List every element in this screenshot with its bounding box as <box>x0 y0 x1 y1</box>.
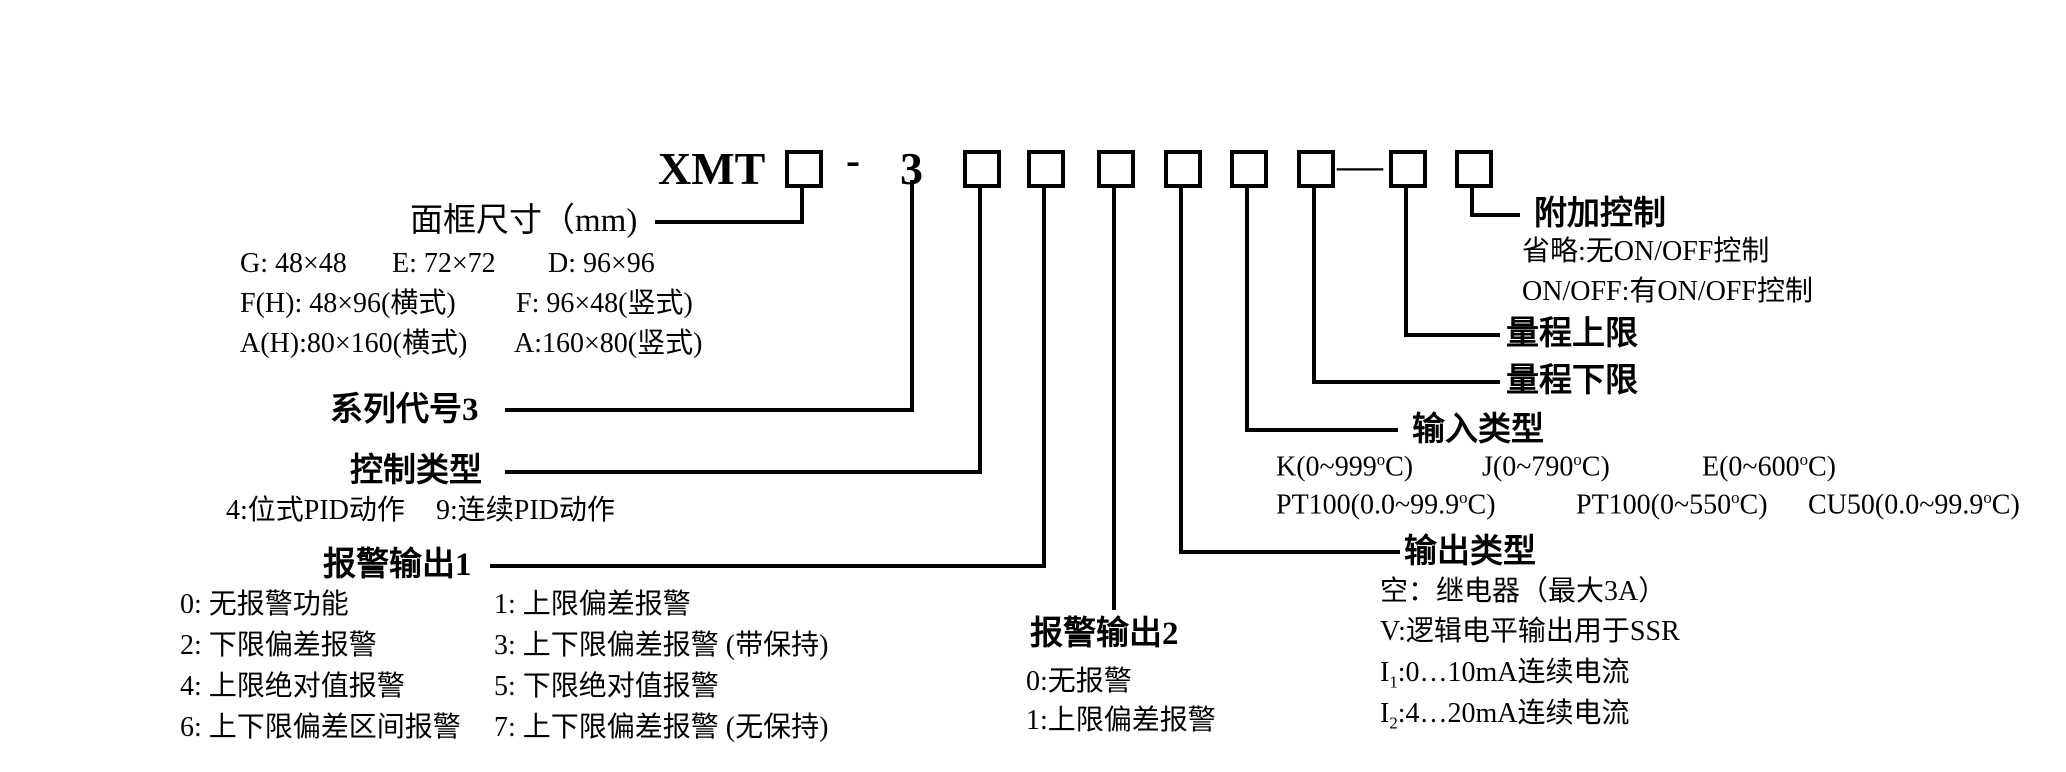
input-type-box <box>1230 150 1268 188</box>
extra-control-title: 附加控制 <box>1534 196 1666 232</box>
range-high-connector <box>1404 184 1500 337</box>
range-high-box <box>1389 150 1427 188</box>
panel-size-title: 面框尺寸（mm) <box>410 203 638 239</box>
alarm1-title: 报警输出1 <box>323 547 472 583</box>
panel-size-option: F(H): 48×96(横式) <box>240 288 456 319</box>
panel-size-option: A:160×80(竖式) <box>514 328 703 359</box>
alarm1-option: 7: 上下限偏差报警 (无保持) <box>494 712 829 743</box>
alarm1-option: 0: 无报警功能 <box>180 589 349 620</box>
series-digit: 3 <box>900 143 923 194</box>
code-long-dash: — <box>1337 139 1383 190</box>
control-type-connector <box>505 184 982 474</box>
output-type-box <box>1164 150 1202 188</box>
alarm1-box <box>1027 150 1065 188</box>
control-type-box <box>963 150 1001 188</box>
output-type-title: 输出类型 <box>1404 534 1536 570</box>
output-type-option: 空：继电器（最大3A） <box>1380 576 1667 607</box>
alarm1-option: 3: 上下限偏差报警 (带保持) <box>494 630 829 661</box>
extra-control-option: ON/OFF:有ON/OFF控制 <box>1522 276 1813 307</box>
series-title: 系列代号3 <box>330 392 479 428</box>
range-low-connector <box>1312 184 1500 384</box>
range-low-box <box>1297 150 1335 188</box>
input-type-option: CU50(0.0~99.9oC) <box>1808 488 2020 521</box>
control-type-option: 4:位式PID动作 <box>226 495 405 526</box>
control-type-option: 9:连续PID动作 <box>436 495 615 526</box>
panel-size-box <box>785 150 823 188</box>
alarm1-option: 1: 上限偏差报警 <box>494 589 691 620</box>
alarm1-connector <box>490 184 1046 568</box>
output-type-connector <box>1179 184 1400 554</box>
extra-control-box <box>1455 150 1493 188</box>
input-type-title: 输入类型 <box>1412 412 1544 448</box>
output-type-option-i1: I1:0…10mA连续电流 <box>1380 657 1630 692</box>
alarm1-option: 4: 上限绝对值报警 <box>180 671 405 702</box>
panel-size-option: A(H):80×160(横式) <box>240 328 468 359</box>
panel-size-option: E: 72×72 <box>392 248 496 279</box>
extra-control-option: 省略:无ON/OFF控制 <box>1522 236 1770 267</box>
series-connector <box>505 180 914 412</box>
alarm2-option: 0:无报警 <box>1026 666 1132 697</box>
alarm1-option: 6: 上下限偏差区间报警 <box>180 712 461 743</box>
input-type-option: PT100(0~550oC) <box>1576 488 1768 521</box>
panel-size-option: D: 96×96 <box>548 248 655 279</box>
alarm2-title: 报警输出2 <box>1030 616 1179 652</box>
code-dash: - <box>846 138 860 184</box>
input-type-option: K(0~999oC) <box>1276 450 1414 483</box>
alarm1-option: 2: 下限偏差报警 <box>180 630 377 661</box>
input-type-connector <box>1245 184 1398 432</box>
range-low-title: 量程下限 <box>1506 363 1638 399</box>
range-high-title: 量程上限 <box>1506 316 1638 352</box>
output-type-option: V:逻辑电平输出用于SSR <box>1380 616 1680 647</box>
alarm2-box <box>1097 150 1135 188</box>
model-prefix: XMT <box>658 143 766 194</box>
control-type-title: 控制类型 <box>350 453 482 489</box>
alarm2-option: 1:上限偏差报警 <box>1026 705 1216 736</box>
panel-size-option: F: 96×48(竖式) <box>516 288 693 319</box>
alarm1-option: 5: 下限绝对值报警 <box>494 671 719 702</box>
input-type-option: J(0~790oC) <box>1482 450 1610 483</box>
input-type-option: E(0~600oC) <box>1702 450 1836 483</box>
panel-size-option: G: 48×48 <box>240 248 347 279</box>
output-type-option-i2: I2:4…20mA连续电流 <box>1380 698 1630 733</box>
input-type-option: PT100(0.0~99.9oC) <box>1276 488 1496 521</box>
extra-control-connector <box>1470 184 1520 217</box>
